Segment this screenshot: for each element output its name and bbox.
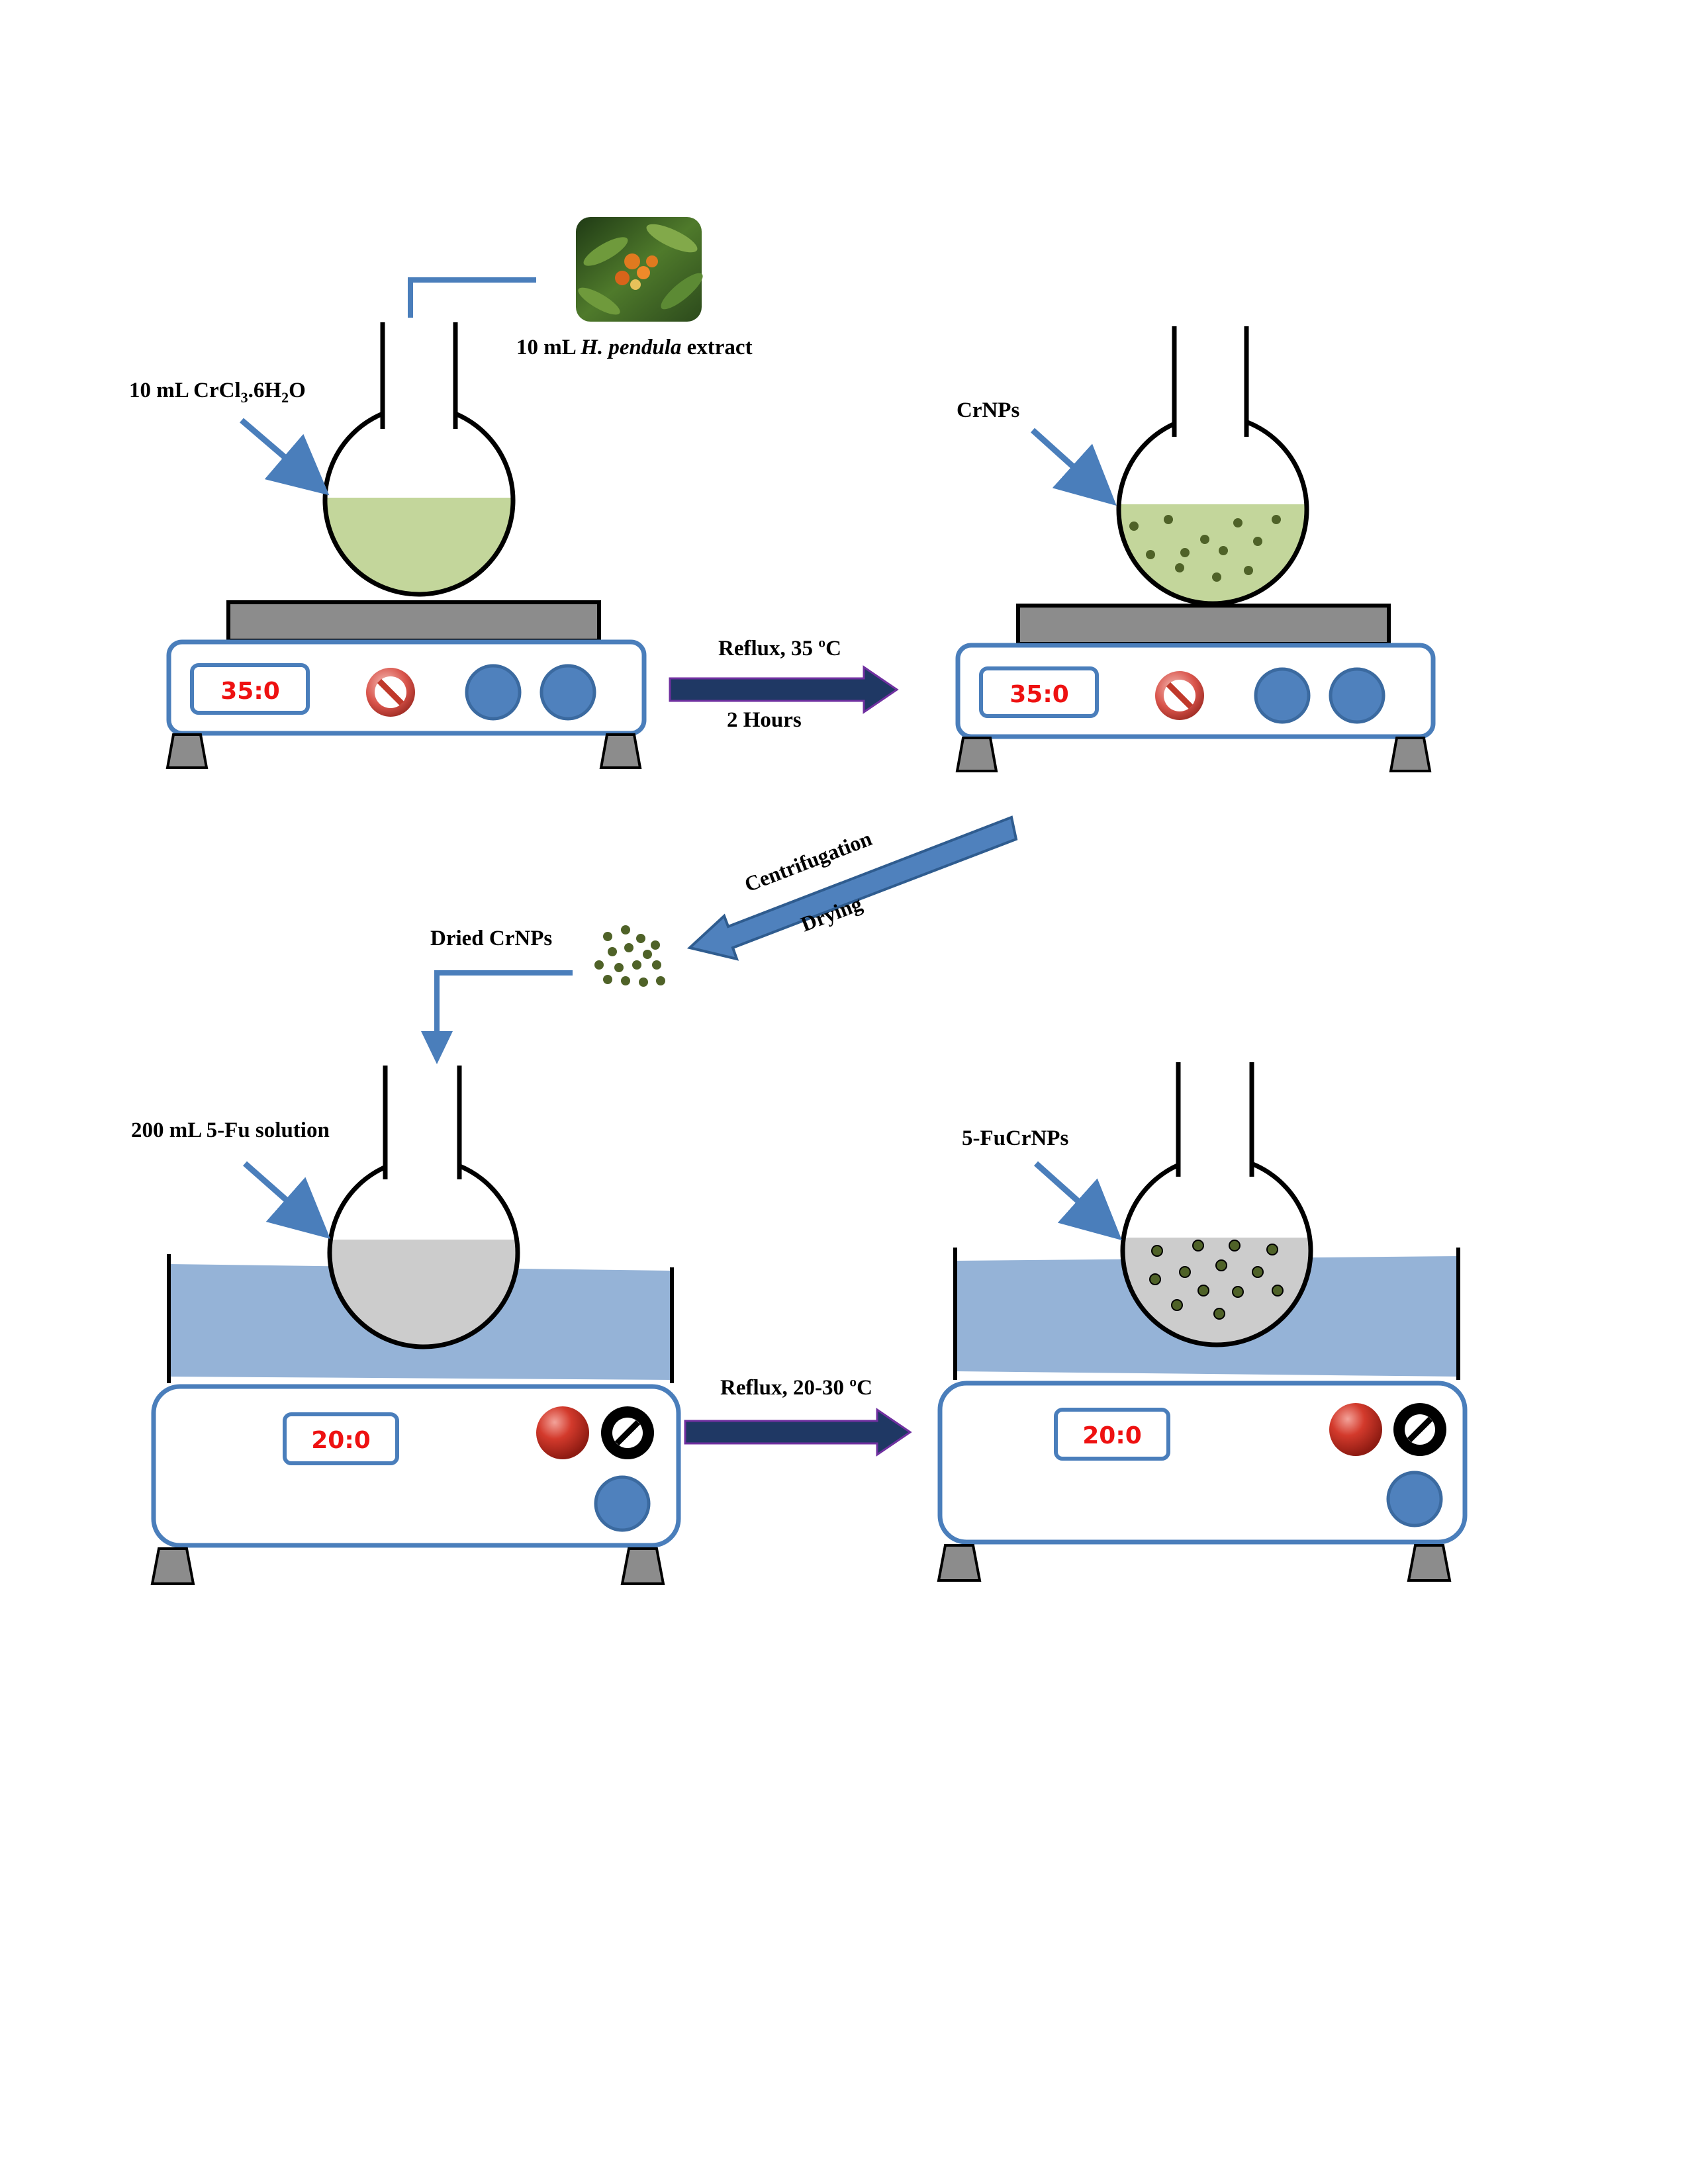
hotplate-display-1-value: 35:0 xyxy=(220,678,280,705)
product-2-pointer-arrow xyxy=(1034,1161,1122,1240)
heating-plate-1 xyxy=(226,600,601,643)
prohibition-icon xyxy=(366,668,415,717)
bath-foot xyxy=(937,1544,982,1582)
hotplate-display-2 xyxy=(979,666,1099,718)
process-arrow-2: Centrifugation Drying xyxy=(686,815,1018,961)
process-arrow-3: Reflux, 20-30 ºC xyxy=(684,1376,912,1457)
bath-display-2-value: 20:0 xyxy=(1082,1422,1142,1449)
red-button xyxy=(1329,1403,1382,1456)
hotplate-foot xyxy=(165,733,209,769)
reagent-pointer-arrow xyxy=(240,418,330,496)
bath-foot xyxy=(150,1547,195,1585)
bath-foot xyxy=(1407,1544,1452,1582)
nanoparticles xyxy=(1149,1240,1284,1320)
green-solution xyxy=(325,498,513,594)
control-knob xyxy=(1254,667,1311,724)
reflux-duration-1: 2 Hours xyxy=(727,708,802,732)
hotplate-foot xyxy=(599,733,642,769)
product-label-crnps: CrNPs xyxy=(957,398,1019,422)
stage-1-hotplate-setup: 35:0 10 mL H. pendula extract 10 m xyxy=(129,217,753,769)
bath-display-2 xyxy=(1054,1408,1170,1461)
solution-label: 200 mL 5-Fu solution xyxy=(131,1118,330,1142)
dried-feed-arrowhead xyxy=(421,1031,453,1064)
control-knob xyxy=(465,664,522,721)
bath-display-1-value: 20:0 xyxy=(311,1427,371,1454)
round-bottom-flask-1 xyxy=(322,318,516,597)
solution-pointer-arrow xyxy=(243,1161,330,1239)
extract-feed-arrow xyxy=(408,277,536,334)
reflux-condition-2: Reflux, 20-30 ºC xyxy=(720,1376,872,1400)
stage-2-hotplate-setup: 35:0 CrNPs xyxy=(955,324,1436,772)
reflux-condition-1: Reflux, 35 ºC xyxy=(718,637,841,660)
dried-feed-arrow xyxy=(434,970,573,1032)
prohibition-icon xyxy=(1155,671,1204,720)
nanoparticles xyxy=(594,925,665,987)
hotplate-display-2-value: 35:0 xyxy=(1009,681,1069,708)
prohibition-icon xyxy=(601,1406,654,1459)
hotplate-foot xyxy=(1389,737,1432,772)
control-knob xyxy=(1329,667,1385,724)
hotplate-display-1 xyxy=(190,663,310,715)
extract-label: 10 mL H. pendula extract xyxy=(516,336,753,359)
bath-base-1 xyxy=(151,1384,681,1548)
prohibition-icon xyxy=(1393,1403,1446,1456)
dried-crnps: Dried CrNPs xyxy=(421,925,665,1064)
control-knob xyxy=(539,664,596,721)
round-bottom-flask-3 xyxy=(327,1066,520,1349)
round-bottom-flask-4 xyxy=(1120,1062,1313,1347)
reagent-label: 10 mL CrCl3.6H2O xyxy=(129,379,306,406)
round-bottom-flask-2 xyxy=(1116,324,1309,606)
product-label-5fucrnps: 5-FuCrNPs xyxy=(962,1126,1068,1150)
stage-4-waterbath-setup: 20:0 5-FuCrNPs xyxy=(937,1062,1468,1582)
control-knob xyxy=(1386,1471,1443,1527)
heating-plate-2 xyxy=(1016,604,1391,646)
product-pointer-arrow xyxy=(1030,428,1117,506)
hotplate-foot xyxy=(955,737,998,772)
control-knob xyxy=(594,1475,651,1532)
process-arrow-1: Reflux, 35 ºC 2 Hours xyxy=(669,637,899,732)
nanoparticles xyxy=(1129,515,1281,582)
dried-product-label: Dried CrNPs xyxy=(430,927,552,950)
green-solution xyxy=(1119,504,1307,604)
bath-display-1 xyxy=(283,1412,399,1465)
stage-3-waterbath-setup: 20:0 200 mL 5-Fu solution xyxy=(131,1066,681,1585)
bath-base-2 xyxy=(937,1381,1468,1545)
plant-photo xyxy=(576,217,703,322)
bath-foot xyxy=(620,1547,665,1585)
red-button xyxy=(536,1406,589,1459)
